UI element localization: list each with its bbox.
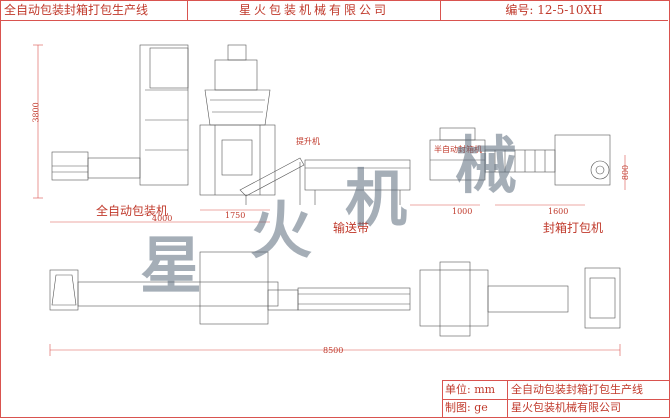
watermark-char-3: 机	[345, 162, 408, 235]
drawing-number: 编号: 12-5-10XH	[505, 3, 603, 17]
unit-key: 单位: mm	[445, 381, 508, 399]
dim-1000: 1000	[452, 207, 473, 216]
plan-weigher	[199, 251, 269, 325]
layout-drawing	[33, 44, 626, 356]
info-table: 单位: mm 全自动包装封箱打包生产线 制图: ge 星火包装机械有限公司	[442, 380, 669, 417]
watermark-char-1: 星	[140, 229, 203, 302]
dim-1600: 1600	[548, 207, 569, 216]
unit-value: 全自动包装封箱打包生产线	[511, 383, 643, 396]
plan-packing	[77, 281, 279, 307]
drawer-value: 星火包装机械有限公司	[511, 401, 621, 414]
strapping-machine	[554, 134, 611, 186]
dim-height: 3800	[31, 102, 41, 123]
plan-strapper	[584, 267, 621, 329]
dim-total: 8500	[323, 346, 344, 355]
label-sealer-strapper: 封箱打包机	[543, 221, 604, 235]
drawer-key: 制图: ge	[445, 399, 508, 417]
watermark-char-4: 械	[455, 129, 518, 202]
flat-conveyor	[304, 159, 411, 191]
elevator-column	[139, 44, 189, 186]
dim-800: 800	[621, 164, 631, 181]
plan-conveyor	[297, 287, 411, 311]
line-name: 全自动包装封箱打包生产线	[0, 0, 188, 20]
info-row-unit: 单位: mm 全自动包装封箱打包生产线	[443, 381, 669, 400]
label-packing-machine: 全自动包装机	[96, 204, 169, 218]
title-bar: 全自动包装封箱打包生产线 星火包装机械有限公司 编号: 12-5-10XH	[0, 0, 668, 21]
strap-coil	[590, 160, 610, 180]
company-name: 星火包装机械有限公司	[188, 0, 441, 20]
plan-roller	[487, 285, 569, 313]
info-row-drawer: 制图: ge 星火包装机械有限公司	[443, 399, 669, 417]
dim-1750: 1750	[225, 211, 246, 220]
plan-sealer	[419, 269, 489, 327]
dim-4000: 4000	[152, 214, 173, 223]
label-conveyor: 输送带	[333, 221, 370, 235]
label-semi-sealer: 半自动封箱机	[434, 145, 482, 154]
packing-machine-body	[199, 124, 276, 196]
watermark-char-2: 火	[250, 194, 313, 267]
elevator-hopper	[149, 47, 189, 89]
inclined-conveyor	[239, 157, 305, 197]
weigher-head	[204, 89, 271, 126]
label-elevator: 提升机	[296, 137, 320, 146]
